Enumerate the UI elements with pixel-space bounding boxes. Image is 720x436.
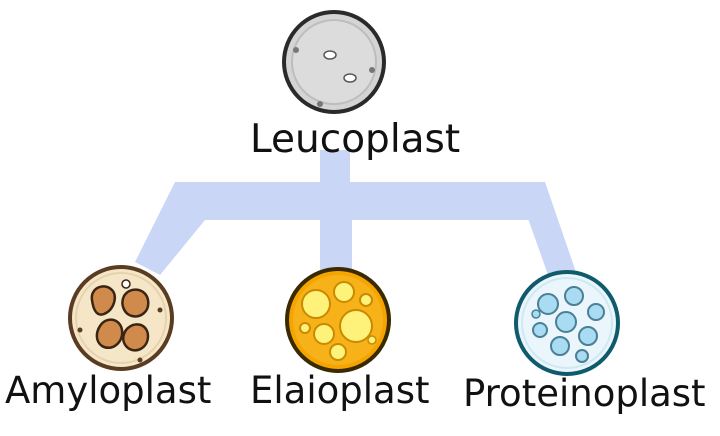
amyloplast-label: Amyloplast xyxy=(5,369,212,412)
elaioplast-label: Elaioplast xyxy=(250,369,430,412)
connector-center-branch xyxy=(320,205,352,273)
elaioplast-icon xyxy=(285,267,391,373)
proteinoplast-icon xyxy=(514,270,620,376)
connector-right-branch xyxy=(515,182,578,286)
connector-tree xyxy=(135,150,578,286)
leucoplast-label: Leucoplast xyxy=(250,117,461,162)
amyloplast-icon xyxy=(68,265,174,371)
leucoplast-icon xyxy=(282,10,386,114)
proteinoplast-label: Proteinoplast xyxy=(463,372,706,415)
connector-left-branch xyxy=(135,182,205,275)
connector-horizontal-bar xyxy=(175,182,545,220)
